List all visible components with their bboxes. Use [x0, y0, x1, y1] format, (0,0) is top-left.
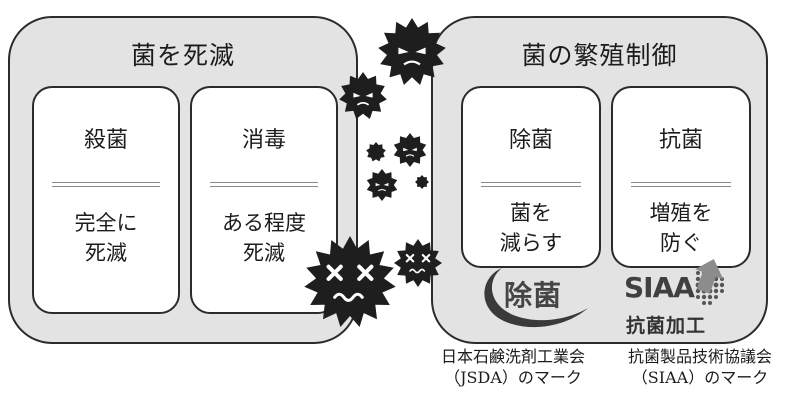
card-title-removal: 除菌: [508, 128, 553, 153]
card-antibacterial: 抗菌 増殖を 防ぐ: [611, 86, 751, 268]
card-body-antibacterial: 増殖を 防ぐ: [649, 201, 713, 255]
small-germ-icon: [415, 175, 429, 189]
small-germ-icon: [393, 133, 427, 167]
siaa-mark-text: SIAA: [624, 271, 695, 304]
card-body-disinfection: ある程度 死滅: [222, 211, 306, 265]
card-divider: [631, 182, 731, 187]
card-disinfection: 消毒 ある程度 死滅: [190, 86, 338, 314]
group-kill-bacteria: 菌を死滅 殺菌 完全に 死滅 消毒 ある程度 死滅: [8, 16, 358, 344]
card-title-sterilization: 殺菌: [83, 128, 128, 153]
group-title-control: 菌の繁殖制御: [521, 41, 678, 70]
jsda-mark-logo: 除菌: [472, 262, 592, 334]
siaa-mark-logo: SIAA 抗菌加工: [620, 255, 730, 341]
jsda-caption: 日本石鹸洗剤工業会 （JSDA）のマーク: [440, 347, 585, 387]
jsda-mark-text: 除菌: [504, 279, 563, 312]
card-body-removal: 菌を 減らす: [499, 201, 563, 255]
small-germ-icon: [366, 142, 386, 162]
card-body-sterilization: 完全に 死滅: [74, 211, 138, 265]
siaa-caption: 抗菌製品技術協議会 （SIAA）のマーク: [627, 347, 772, 387]
card-divider: [210, 182, 318, 187]
card-sterilization: 殺菌 完全に 死滅: [32, 86, 180, 314]
card-title-antibacterial: 抗菌: [658, 128, 703, 153]
small-germ-icon: [366, 169, 398, 201]
card-title-disinfection: 消毒: [241, 128, 286, 153]
card-divider: [481, 182, 581, 187]
group-title-kill: 菌を死滅: [130, 41, 235, 70]
jsda-swoosh-icon: [484, 268, 588, 328]
card-bacteria-removal: 除菌 菌を 減らす: [461, 86, 601, 268]
card-divider: [52, 182, 160, 187]
siaa-mark-subtext: 抗菌加工: [626, 315, 707, 337]
